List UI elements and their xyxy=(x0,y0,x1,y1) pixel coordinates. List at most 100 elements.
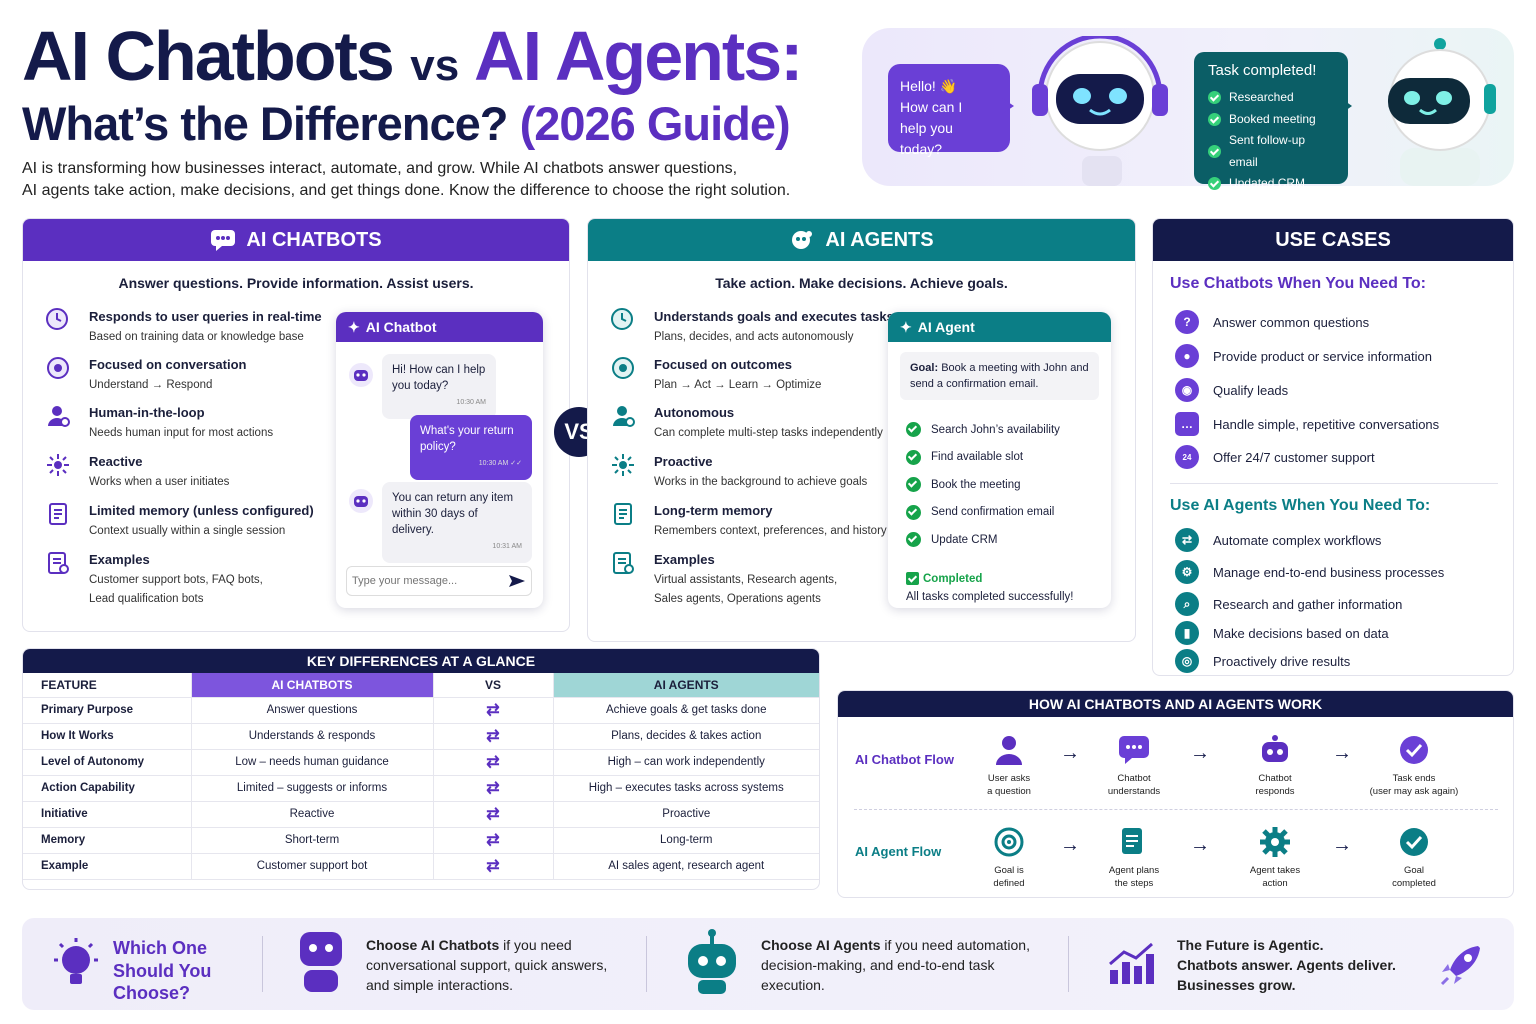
arrow-icon: → xyxy=(1060,742,1080,764)
swap-icon: ⇄ xyxy=(432,749,553,776)
memory-doc-icon xyxy=(614,503,632,525)
target-icon xyxy=(612,357,634,379)
goal-target-icon xyxy=(994,827,1024,857)
check-icon xyxy=(1208,145,1221,158)
usecase-item: …Handle simple, repetitive conversations xyxy=(1175,412,1439,436)
bot-message: You can return any item within 30 days o… xyxy=(382,482,532,563)
future-text: The Future is Agentic.Chatbots answer. A… xyxy=(1177,937,1396,993)
process-icon: ⚙ xyxy=(1175,560,1199,584)
usecase-item: ▮Make decisions based on data xyxy=(1175,621,1389,645)
search-icon: ⌕ xyxy=(1175,592,1199,616)
question-icon: ? xyxy=(1175,310,1199,334)
usecase-item: ⌕Research and gather information xyxy=(1175,592,1402,616)
arrow-icon: → xyxy=(1190,834,1210,856)
header-vs: VS xyxy=(432,673,553,698)
usecase-item: ⇄Automate complex workflows xyxy=(1175,528,1381,552)
check-icon xyxy=(906,477,921,493)
chatbot-robot-icon xyxy=(300,932,342,992)
header-feature: FEATURE xyxy=(23,673,191,698)
realtime-icon xyxy=(46,308,68,330)
check-icon xyxy=(1208,91,1221,105)
page-title: AI Chatbots vs AI Agents: xyxy=(22,17,803,95)
agent-usecase-heading: Use AI Agents When You Need To: xyxy=(1170,497,1431,514)
bot-avatar-icon xyxy=(349,363,373,387)
intro-text: AI is transforming how businesses intera… xyxy=(22,160,791,199)
divider xyxy=(646,936,647,992)
users-icon: ◉ xyxy=(1175,378,1199,402)
arrow-icon: → xyxy=(1060,834,1080,856)
message-input-wrap xyxy=(346,566,532,596)
table-title: KEY DIFFERENCES AT A GLANCE xyxy=(23,649,819,673)
info-icon: ● xyxy=(1175,344,1199,368)
usecase-item: ?Answer common questions xyxy=(1175,310,1369,334)
chatbots-tagline: Answer questions. Provide information. A… xyxy=(118,275,474,291)
check-circle-icon xyxy=(1400,828,1428,856)
agents-tagline: Take action. Make decisions. Achieve goa… xyxy=(715,275,1008,291)
agent-steps: Search John’s availability Find availabl… xyxy=(906,416,1111,554)
chatbot-usecase-heading: Use Chatbots When You Need To: xyxy=(1170,275,1427,292)
examples-icon xyxy=(48,552,69,574)
usecase-item: ◎Proactively drive results xyxy=(1175,649,1350,673)
choose-agents-text: Choose AI Agents if you need automation,… xyxy=(761,937,1030,993)
check-icon xyxy=(906,449,921,465)
usecase-item: ●Provide product or service information xyxy=(1175,344,1432,368)
person-gear-icon xyxy=(613,406,635,427)
usecase-item: ◉Qualify leads xyxy=(1175,378,1288,402)
key-differences-table: KEY DIFFERENCES AT A GLANCE FEATURE AI C… xyxy=(22,648,820,890)
lightbulb-icon xyxy=(54,938,98,984)
divider xyxy=(1170,483,1498,484)
sparkle-icon: ✦ xyxy=(348,318,360,335)
robot-icon xyxy=(1262,735,1288,762)
swap-icon: ⇄ xyxy=(432,697,553,724)
check-icon xyxy=(906,504,921,520)
agents-header: AI AGENTS xyxy=(588,219,1135,261)
chat-bubble-icon xyxy=(211,230,236,251)
agent-flow-label: AI Agent Flow xyxy=(855,844,942,859)
swap-icon: ⇄ xyxy=(432,827,553,854)
bottom-banner xyxy=(22,918,1514,1010)
flow-divider xyxy=(854,809,1498,810)
divider xyxy=(1068,936,1069,992)
check-square-icon xyxy=(906,572,919,585)
completed-status: Completed All tasks completed successful… xyxy=(906,572,1074,603)
goal-icon xyxy=(611,308,633,330)
check-icon xyxy=(906,532,921,548)
memory-doc-icon xyxy=(49,503,67,525)
send-icon[interactable] xyxy=(508,573,526,589)
swap-icon: ⇄ xyxy=(432,801,553,828)
message-input[interactable] xyxy=(352,570,502,592)
page-subtitle: What’s the Difference? (2026 Guide) xyxy=(22,97,791,150)
arrow-icon: → xyxy=(1190,742,1210,764)
header-chatbots: AI CHATBOTS xyxy=(190,673,433,698)
workflow-icon: ⇄ xyxy=(1175,528,1199,552)
swap-icon: ⇄ xyxy=(432,853,553,880)
user-icon xyxy=(996,736,1022,765)
reactive-icon xyxy=(47,454,69,476)
use-cases-panel: USE CASES Use Chatbots When You Need To:… xyxy=(1152,218,1514,676)
growth-chart-icon xyxy=(1109,942,1154,984)
agent-robot-icon xyxy=(688,929,736,994)
check-icon xyxy=(1208,112,1221,126)
gear-icon xyxy=(1260,827,1290,857)
check-icon xyxy=(906,422,921,438)
